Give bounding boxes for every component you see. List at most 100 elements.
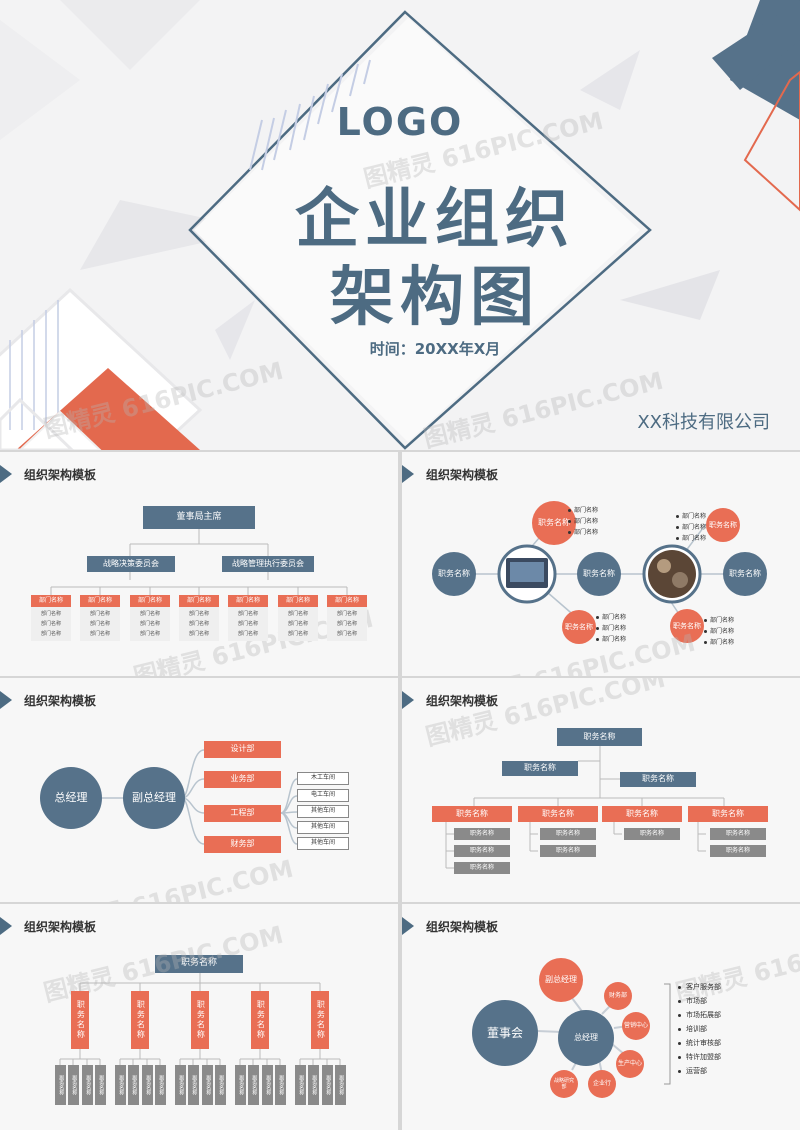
- slide-org-template-5: 组织架构模板 职务名称 图精灵 616PIC.COM 职务名称副务名称副务名称副…: [0, 904, 398, 1130]
- bullet-icon: [704, 641, 707, 644]
- dept-list-item: 部门名称: [676, 511, 706, 522]
- dept-sub-panel: [327, 607, 367, 641]
- dept-sub-panel: [179, 607, 219, 641]
- org-node-vertical: 职务名称: [131, 991, 149, 1049]
- slide-marker-icon: [0, 691, 12, 709]
- dept-sub-item: 部门名称: [89, 620, 110, 627]
- dept-list-item: 部门名称: [568, 527, 598, 538]
- cover-title-line2: 架构图: [330, 261, 540, 335]
- dept-list-item: 市场部: [678, 996, 707, 1007]
- role-circle: 职务名称: [532, 501, 576, 545]
- slide-org-template-3: 组织架构模板 总经理 副总经理 图精灵 616PIC.COM 设计部业务部工程部…: [0, 678, 398, 902]
- dept-sub-item: 部门名称: [40, 630, 61, 637]
- role-circle: 职务名称: [670, 609, 704, 643]
- slide-title: 组织架构模板: [426, 919, 499, 934]
- dept-list-item: 部门名称: [676, 522, 706, 533]
- dept-node: 部门名称: [80, 595, 120, 607]
- org-node-sub: 副务名称: [235, 1065, 246, 1105]
- dept-sub-item: 部门名称: [188, 620, 209, 627]
- org-node-sub: 副务名称: [55, 1065, 66, 1105]
- org-node-child: 职务名称: [540, 828, 596, 840]
- org-node-child: 职务名称: [540, 845, 596, 857]
- dept-node: 部门名称: [179, 595, 219, 607]
- bullet-icon: [676, 526, 679, 529]
- bullet-icon: [678, 1056, 681, 1059]
- s1-connectors: [50, 529, 348, 595]
- workshop-node: 其他车间: [297, 821, 349, 834]
- dept-list-item: 部门名称: [596, 612, 626, 623]
- cover-slide: LOGO 企业组织 架构图 时间：20XX年X月 XX科技有限公司 图精灵 61…: [0, 0, 800, 450]
- role-circle: 职务名称: [577, 552, 621, 596]
- dept-list-item: 客户服务部: [678, 982, 721, 993]
- dept-node: 工程部: [204, 805, 281, 822]
- dept-list-item: 市场拓展部: [678, 1010, 721, 1021]
- org-node-child: 职务名称: [454, 862, 510, 874]
- bullet-icon: [676, 537, 679, 540]
- bullet-icon: [678, 1000, 681, 1003]
- org-node-sub: 副务名称: [215, 1065, 226, 1105]
- dept-sub-panel: [80, 607, 120, 641]
- org-node-sub: 副务名称: [322, 1065, 333, 1105]
- org-node-sub: 副务名称: [82, 1065, 93, 1105]
- org-node-sub: 副务名称: [275, 1065, 286, 1105]
- bullet-icon: [568, 509, 571, 512]
- dept-list-item: 部门名称: [596, 623, 626, 634]
- dept-sub-item: 部门名称: [336, 620, 357, 627]
- role-circle: 职务名称: [706, 508, 740, 542]
- bullet-icon: [678, 1042, 681, 1045]
- dept-sub-item: 部门名称: [237, 620, 258, 627]
- slide-marker-icon: [402, 917, 414, 935]
- dept-node: 部门名称: [278, 595, 318, 607]
- dept-sub-item: 部门名称: [139, 610, 160, 617]
- slide-org-template-6: 组织架构模板 董事会 总经理 副总经理 财务部 营销中心 生产中心 企业行 战略…: [402, 904, 800, 1130]
- dept-list-item: 部门名称: [704, 615, 734, 626]
- org-node-top: 职务名称: [155, 955, 243, 973]
- node-circle: 战略研究部: [550, 1070, 578, 1098]
- workshop-node: 其他车间: [297, 837, 349, 850]
- dept-list-item: 部门名称: [676, 533, 706, 544]
- dept-sub-item: 部门名称: [237, 610, 258, 617]
- cover-logo: LOGO: [336, 100, 464, 144]
- org-node-mid: 职务名称: [502, 761, 578, 776]
- org-node-child: 职务名称: [624, 828, 680, 840]
- dept-sub-item: 部门名称: [139, 620, 160, 627]
- dept-sub-panel: [31, 607, 71, 641]
- node-circle: 营销中心: [622, 1012, 650, 1040]
- slide-marker-icon: [402, 465, 414, 483]
- org-node-child: 职务名称: [454, 828, 510, 840]
- s2-connectors: [454, 522, 748, 627]
- bullet-icon: [678, 986, 681, 989]
- org-node-mid: 职务名称: [620, 772, 696, 787]
- slide-marker-icon: [0, 465, 12, 483]
- org-node-sub: 副务名称: [248, 1065, 259, 1105]
- org-node-vertical: 职务名称: [71, 991, 89, 1049]
- dept-node: 业务部: [204, 771, 281, 788]
- org-node-child: 职务名称: [710, 845, 766, 857]
- org-node-role: 职务名称: [432, 806, 512, 822]
- slide-org-template-2: 组织架构模板 职务名称 职务名称 职务名称 职务名称 职务名称 职务名称 职务名…: [402, 452, 800, 676]
- slide-org-template-4: 组织架构模板 职务名称 职务名称 职务名称 图精灵 616PIC.COM 职务名…: [402, 678, 800, 902]
- slide-title: 组织架构模板: [24, 919, 97, 934]
- role-circle: 职务名称: [432, 552, 476, 596]
- dept-list-item: 部门名称: [596, 634, 626, 645]
- org-node-child: 职务名称: [454, 845, 510, 857]
- dept-sub-item: 部门名称: [40, 620, 61, 627]
- dept-sub-item: 部门名称: [336, 630, 357, 637]
- bullet-icon: [678, 1028, 681, 1031]
- slide-title: 组织架构模板: [426, 467, 499, 482]
- org-node-sub: 副务名称: [95, 1065, 106, 1105]
- org-node-vertical: 职务名称: [251, 991, 269, 1049]
- ceo-circle: 总经理: [40, 767, 102, 829]
- org-node-sub: 副务名称: [142, 1065, 153, 1105]
- vgm-circle: 副总经理: [539, 958, 583, 1002]
- dept-list-item: 部门名称: [704, 626, 734, 637]
- org-node-mid: 战略管理执行委员会: [222, 556, 314, 572]
- dept-list-item: 部门名称: [568, 516, 598, 527]
- cover-decoration: [0, 0, 800, 450]
- dept-sub-panel: [130, 607, 170, 641]
- org-node-sub: 副务名称: [335, 1065, 346, 1105]
- role-circle: 职务名称: [562, 610, 596, 644]
- dept-sub-item: 部门名称: [40, 610, 61, 617]
- bullet-icon: [704, 630, 707, 633]
- workshop-node: 木工车间: [297, 772, 349, 785]
